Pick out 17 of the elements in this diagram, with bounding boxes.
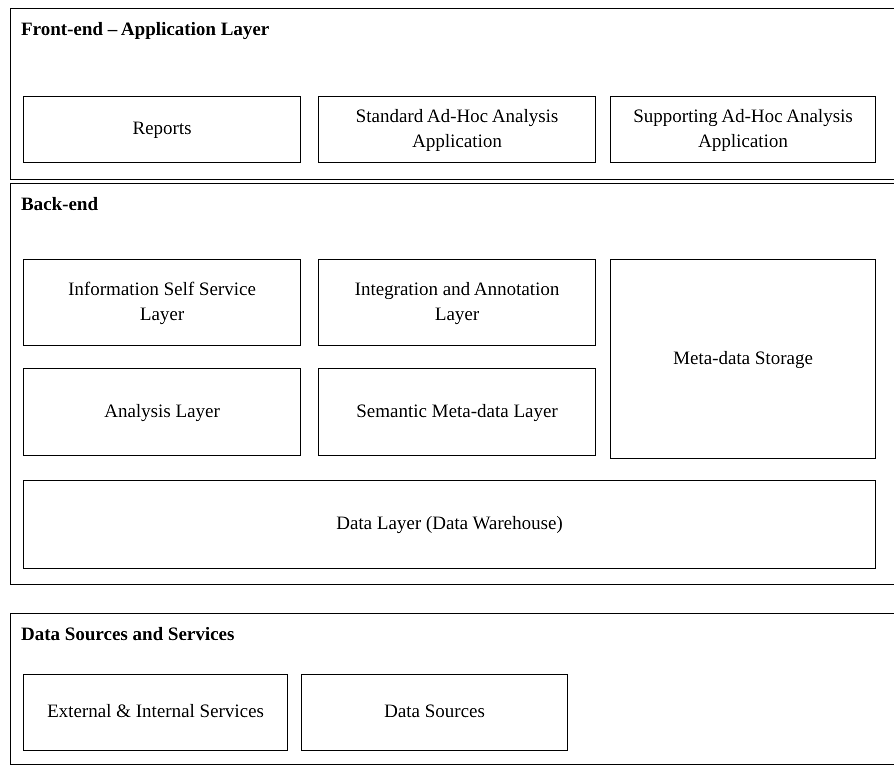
component-box: Standard Ad-Hoc Analysis Application xyxy=(318,96,596,163)
component-box: Integration and Annotation Layer xyxy=(318,259,596,346)
layer-panel xyxy=(10,8,894,180)
component-box: Analysis Layer xyxy=(23,368,301,456)
component-box: Data Sources xyxy=(301,674,568,751)
layer-panel xyxy=(10,613,894,765)
component-box: Semantic Meta-data Layer xyxy=(318,368,596,456)
component-box: Information Self Service Layer xyxy=(23,259,301,346)
layer-panel xyxy=(10,183,894,585)
component-box: Meta-data Storage xyxy=(610,259,876,459)
component-box: Supporting Ad-Hoc Analysis Application xyxy=(610,96,876,163)
component-box: External & Internal Services xyxy=(23,674,288,751)
component-box: Data Layer (Data Warehouse) xyxy=(23,480,876,569)
layer-title: Back-end xyxy=(21,194,98,216)
component-box: Reports xyxy=(23,96,301,163)
layer-title: Front-end – Application Layer xyxy=(21,19,270,41)
layer-title: Data Sources and Services xyxy=(21,624,234,646)
